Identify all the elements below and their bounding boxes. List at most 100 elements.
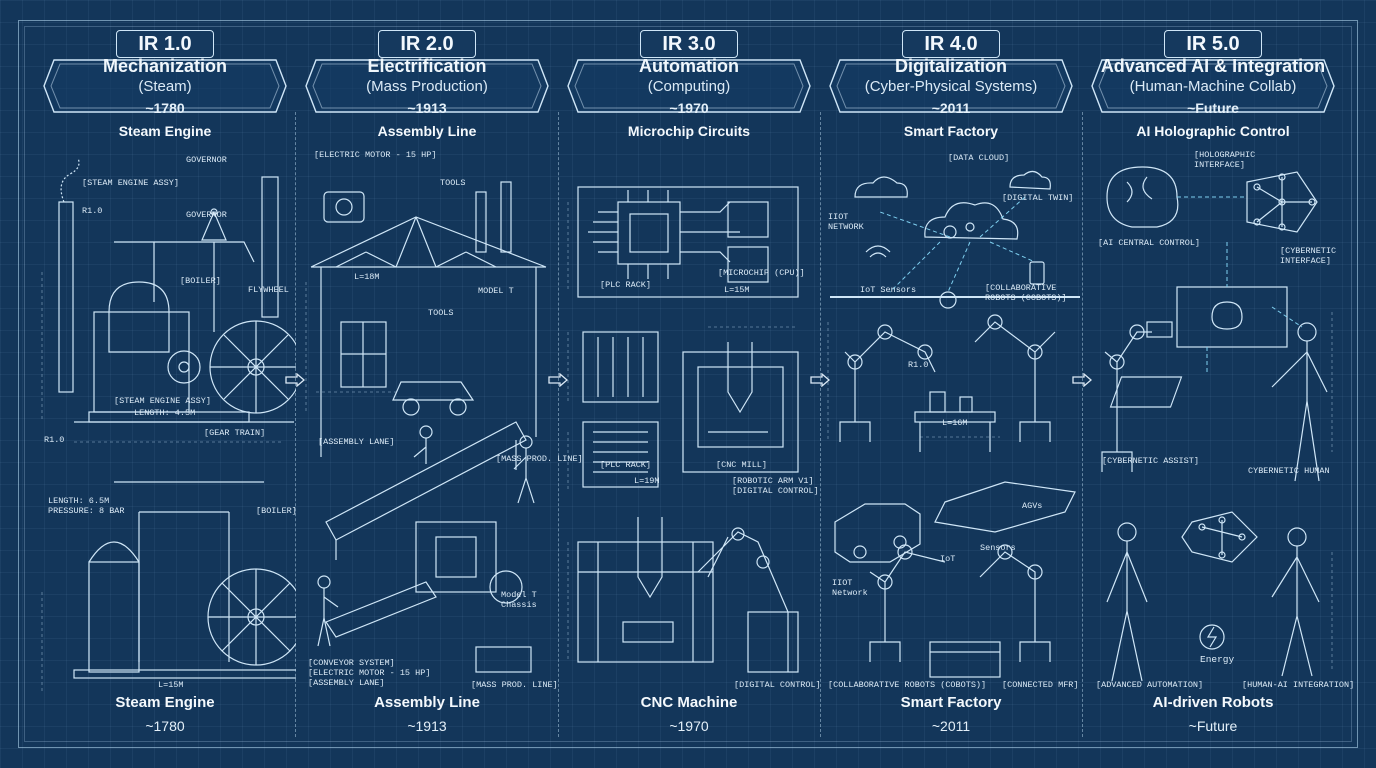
label: [BOILER] [180,276,221,286]
era-subtitle: (Human-Machine Collab) [1129,78,1297,95]
label: [CONVEYOR SYSTEM] [308,658,395,668]
progression-arrow-icon [1072,373,1092,387]
label: [MASS PROD. LINE] [496,454,583,464]
label: PRESSURE: 8 BAR [48,506,125,516]
label: [DIGITAL CONTROL] [732,486,819,496]
section-title-top: Assembly Line [377,123,477,139]
section-title-bottom: CNC Machine [640,694,738,711]
label: [MASS PROD. LINE] [471,680,558,690]
label: [DATA CLOUD] [948,153,1010,163]
era-tag: IR 1.0 [116,30,214,58]
progression-arrow-icon [810,373,830,387]
label: Sensors [980,543,1016,553]
era-banner [826,52,1076,122]
label: [ROBOTIC ARM V1] [732,476,814,486]
label: Energy [1200,654,1235,665]
label: IoT Sensors [860,285,917,295]
era-name: Digitalization [895,56,1007,76]
era-divider [558,112,559,737]
era-year-footer: ~Future [1188,718,1238,734]
label: [CNC MILL] [716,460,768,470]
era-subtitle: (Mass Production) [366,78,488,95]
label: [CYBERNETIC ASSIST] [1102,456,1199,466]
era-column-ir2: IR 2.0 Electrification (Mass Production)… [296,30,583,742]
label: GOVERNOR [186,155,227,165]
label: TOOLS [428,308,454,318]
section-title-top: Microchip Circuits [627,123,751,139]
label: [CONNECTED MFR] [1002,680,1079,690]
label: GOVERNOR [186,210,227,220]
label: [STEAM ENGINE ASSY] [82,178,179,188]
assembly-line-illustration [305,181,547,673]
label: LENGTH: 4.5M [134,408,196,418]
label: [COLLABORATIVE ROBOTS (COBOTS)] [828,680,987,690]
era-year-footer: ~2011 [931,718,971,734]
era-name: Automation [639,56,739,76]
label: [PLC RACK] [600,460,652,470]
era-subtitle: (Cyber-Physical Systems) [864,78,1038,95]
label: IIOT NETWORK [828,212,864,232]
label: [GEAR TRAIN] [204,428,266,438]
era-name: Mechanization [102,56,227,76]
smart-factory-illustration [827,170,1080,678]
era-divider [295,112,296,737]
label: IoT [940,554,956,564]
label: [ELECTRIC MOTOR - 15 HP] [314,150,437,160]
era-year: ~1913 [407,100,447,116]
microchip-cnc-illustration [567,186,799,673]
label: IIOT Network [832,578,868,598]
ai-robots-illustration [1101,166,1333,682]
section-title-top: Steam Engine [118,123,212,139]
era-column-ir4: IR 4.0 Digitalization (Cyber-Physical Sy… [820,30,1082,742]
label: [AI CENTRAL CONTROL] [1098,238,1201,248]
era-column-ir1: IR 1.0 Mechanization (Steam) ~1780 Steam… [34,30,297,742]
label: CYBERNETIC HUMAN [1248,466,1330,476]
label: R1.0 [44,435,65,445]
label: AGVs [1022,501,1043,511]
label: [HOLOGRAPHIC INTERFACE] [1194,150,1256,170]
era-year-footer: ~1913 [407,718,447,734]
era-subtitle: (Computing) [647,78,731,95]
label: [PLC RACK] [600,280,652,290]
label: L=15M [724,285,750,295]
era-year-footer: ~1780 [145,718,185,734]
era-year: ~1780 [145,100,185,116]
label: [DIGITAL CONTROL] [734,680,821,690]
era-divider [1082,112,1083,737]
era-banner [40,52,290,122]
progression-arrow-icon [285,373,305,387]
label: [DIGITAL TWIN] [1002,193,1074,203]
era-name: Advanced AI & Integration [1100,56,1326,76]
era-tag: IR 4.0 [902,30,1000,58]
label: [BOILER] [256,506,297,516]
label: FLYWHEEL [248,285,289,295]
section-title-bottom: Assembly Line [374,694,480,711]
era-tag: IR 3.0 [640,30,738,58]
section-title-bottom: AI-driven Robots [1152,694,1274,711]
label: [ASSEMBLY LANE] [318,437,395,447]
inner-frame [24,26,1352,742]
label: L=18M [354,272,380,282]
label: [STEAM ENGINE ASSY] [114,396,211,406]
label: Model T Chassis [501,590,537,610]
label: [HUMAN-AI INTEGRATION] [1242,680,1355,690]
label: L=16M [942,418,968,428]
label: R1.0 [908,360,929,370]
label: TOOLS [440,178,466,188]
label: MODEL T [478,286,514,296]
outer-frame [18,20,1358,748]
era-tag: IR 5.0 [1164,30,1262,58]
era-year: ~Future [1187,100,1239,116]
section-title-top: AI Holographic Control [1136,123,1290,139]
era-banner [302,52,552,122]
section-title-bottom: Steam Engine [115,694,215,711]
era-banner [1088,52,1338,122]
era-tag: IR 2.0 [378,30,476,58]
era-column-ir5: IR 5.0 Advanced AI & Integration (Human-… [1082,30,1354,742]
era-banner [564,52,814,122]
era-column-ir3: IR 3.0 Automation (Computing) ~1970 Micr… [558,30,821,742]
era-divider [820,112,821,737]
label: [ASSEMBLY LANE] [308,678,385,688]
label: [ADVANCED AUTOMATION] [1096,680,1204,690]
